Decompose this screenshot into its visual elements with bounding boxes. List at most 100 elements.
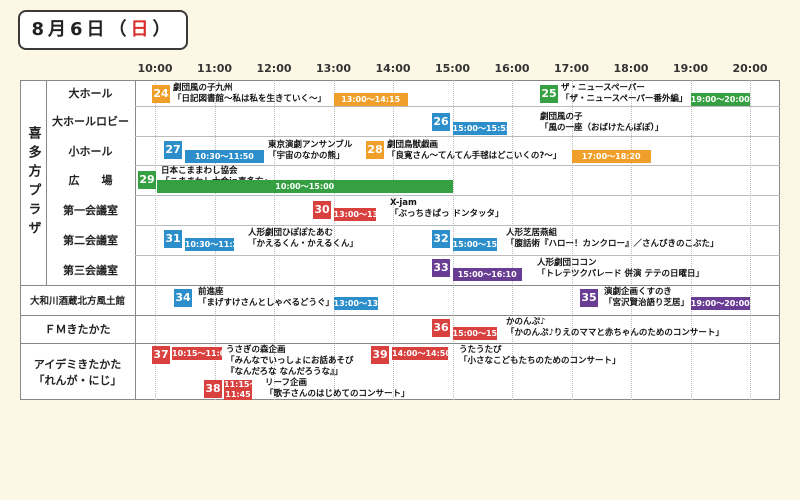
event-time-bar: 13:00〜13:40 bbox=[333, 208, 393, 221]
event-organizer: うたうたぴ bbox=[459, 345, 502, 355]
event-label: 人形劇団ひぽぽたあむ「かえるくん・かえるくん」 bbox=[248, 228, 358, 250]
event-title: 「小さなこどもたちのためのコンサート」 bbox=[459, 356, 621, 366]
event-label: うさぎの森企画「みんなでいっしょにお話あそび 『なんだろな なんだろうな』」 bbox=[226, 345, 354, 378]
time-gridline bbox=[512, 80, 513, 400]
event-title: 「かのんぷ♪りえのママと赤ちゃんのためのコンサート」 bbox=[506, 328, 724, 338]
event-title: 「トレテツクパレード 併演 テテの日曜日」 bbox=[537, 269, 704, 279]
time-gridline bbox=[750, 80, 751, 400]
venue-label: 大ホールロビー bbox=[52, 115, 129, 128]
time-tick: 18:00 bbox=[613, 62, 649, 75]
event-number-badge: 37 bbox=[152, 346, 170, 364]
venue-label: 第三会議室 bbox=[63, 264, 118, 277]
date-header: 8月6日（日） bbox=[18, 10, 188, 50]
event-title: 「風の一座（おばけたんぽぽ）」 bbox=[540, 123, 664, 133]
event-label: 劇団風の子「風の一座（おばけたんぽぽ）」 bbox=[540, 112, 663, 134]
venue-label: 第一会議室 bbox=[63, 204, 118, 217]
event-time-bar: 13:00〜13:45 bbox=[333, 297, 393, 310]
row-divider bbox=[135, 195, 780, 196]
row-divider bbox=[135, 106, 780, 107]
venue-label: 大ホール bbox=[68, 87, 113, 100]
event-label: 東京演劇アンサンブル「宇宙のなかの熊」 bbox=[268, 140, 352, 162]
date-frame bbox=[18, 10, 188, 50]
event-label: 演劇企画くすのき「宮沢賢治語り芝居」 bbox=[604, 287, 689, 309]
event-title: 「ザ・ニュースペーパー番外編」 bbox=[561, 94, 688, 104]
event-title: 「日記図書館〜私は私を生きていく〜」 bbox=[173, 94, 327, 104]
event-time-bar: 15:00〜15:45 bbox=[452, 327, 512, 340]
event-organizer: ザ・ニュースペーパー bbox=[561, 83, 645, 93]
event-time-bar: 15:00〜15:45 bbox=[452, 238, 512, 251]
row-divider bbox=[20, 285, 780, 286]
event-title: 「ぶっちきぱっ ドンタッタ」 bbox=[390, 209, 504, 219]
time-gridline bbox=[631, 80, 632, 400]
event-organizer: リーフ企画 bbox=[265, 378, 307, 388]
event-organizer: 劇団鳥獣戯画 bbox=[387, 140, 439, 150]
event-time-bar: 11:15〜 11:45 bbox=[224, 380, 258, 400]
group-column-divider bbox=[46, 80, 47, 285]
event-time-bar: 10:30〜11:20 bbox=[184, 238, 244, 251]
event-time-bar: 14:00〜14:50 bbox=[392, 347, 451, 360]
venue-label: ＦＭきたかた bbox=[44, 323, 111, 336]
event-time-bar: 15:00〜16:10 bbox=[452, 268, 522, 281]
time-tick: 11:00 bbox=[196, 62, 233, 75]
event-number-badge: 29 bbox=[138, 171, 156, 189]
event-label: 人形芝居燕組「腹話術『ハロー！カンクロー』／さんびきのこぶた」 bbox=[506, 228, 719, 250]
event-number-badge: 27 bbox=[164, 141, 182, 159]
time-tick: 19:00 bbox=[672, 62, 709, 75]
venue-group-label: 喜多方プラザ bbox=[25, 125, 41, 240]
event-organizer: 東京演劇アンサンブル bbox=[268, 140, 353, 150]
schedule-grid bbox=[20, 80, 780, 400]
event-organizer: かのんぷ♪ bbox=[506, 317, 546, 327]
event-label: リーフ企画「歌子さんのはじめてのコンサート」 bbox=[265, 378, 410, 400]
row-divider bbox=[135, 225, 780, 226]
day-of-week: 日 bbox=[130, 19, 153, 40]
time-gridline bbox=[571, 80, 573, 400]
event-title: 「宇宙のなかの熊」 bbox=[268, 151, 345, 161]
time-gridline bbox=[393, 80, 394, 400]
event-number-badge: 24 bbox=[152, 85, 170, 103]
event-title: 「歌子さんのはじめてのコンサート」 bbox=[265, 389, 410, 399]
time-tick: 14:00 bbox=[375, 62, 411, 75]
row-divider bbox=[20, 315, 780, 316]
row-divider bbox=[135, 136, 780, 137]
event-label: かのんぷ♪「かのんぷ♪りえのママと赤ちゃんのためのコンサート」 bbox=[506, 317, 724, 339]
event-time-bar: 10:30〜11:50 bbox=[184, 150, 265, 163]
time-tick: 10:00 bbox=[137, 62, 173, 75]
venue-label: 第二会議室 bbox=[63, 234, 118, 247]
event-number-badge: 28 bbox=[366, 141, 384, 159]
event-label: 劇団風の子九州「日記図書館〜私は私を生きていく〜」 bbox=[173, 83, 326, 105]
event-title: 「良寛さん〜てんてん手毬はどこいくの?〜」 bbox=[387, 151, 562, 161]
event-number-badge: 39 bbox=[371, 346, 389, 364]
event-title: 「宮沢賢治語り芝居」 bbox=[604, 298, 690, 308]
time-gridline bbox=[274, 80, 275, 400]
time-tick: 12:00 bbox=[256, 62, 292, 75]
time-tick: 13:00 bbox=[315, 62, 352, 75]
event-title: 「かえるくん・かえるくん」 bbox=[248, 239, 358, 249]
event-organizer: 劇団風の子 bbox=[540, 112, 583, 122]
event-number-badge: 25 bbox=[540, 85, 558, 103]
event-label: 人形劇団ココン「トレテツクパレード 併演 テテの日曜日」 bbox=[537, 258, 704, 280]
event-organizer: 前進座 bbox=[198, 287, 224, 297]
time-tick: 15:00 bbox=[434, 62, 471, 75]
time-tick: 16:00 bbox=[494, 62, 530, 75]
venue-label: アイデミきたかた 「れんが・にじ」 bbox=[33, 357, 122, 387]
time-tick: 17:00 bbox=[553, 62, 590, 75]
row-divider bbox=[135, 165, 780, 166]
event-title: 「腹話術『ハロー！カンクロー』／さんびきのこぶた」 bbox=[506, 239, 719, 249]
row-divider bbox=[135, 255, 780, 256]
time-gridline bbox=[333, 80, 335, 400]
event-time-bar: 19:00〜20:00 bbox=[690, 297, 750, 310]
venue-column-divider bbox=[135, 80, 136, 400]
event-time-bar: 17:00〜18:20 bbox=[571, 150, 651, 163]
event-label: ザ・ニュースペーパー「ザ・ニュースペーパー番外編」 bbox=[561, 83, 687, 105]
event-number-badge: 30 bbox=[313, 201, 331, 219]
event-organizer: 人形芝居燕組 bbox=[506, 228, 558, 238]
event-number-badge: 34 bbox=[174, 289, 192, 307]
event-title: 「まげすけさんとしゃべるどうぐ」 bbox=[198, 298, 335, 308]
event-number-badge: 26 bbox=[432, 113, 450, 131]
venue-label: 大和川酒蔵北方風土館 bbox=[29, 296, 125, 307]
event-organizer: 演劇企画くすのき bbox=[604, 287, 672, 297]
event-number-badge: 33 bbox=[432, 259, 450, 277]
event-time-bar: 19:00〜20:00 bbox=[690, 93, 750, 106]
date-text: 8月6日（日） bbox=[31, 19, 175, 40]
event-organizer: 人形劇団ひぽぽたあむ bbox=[248, 228, 334, 238]
